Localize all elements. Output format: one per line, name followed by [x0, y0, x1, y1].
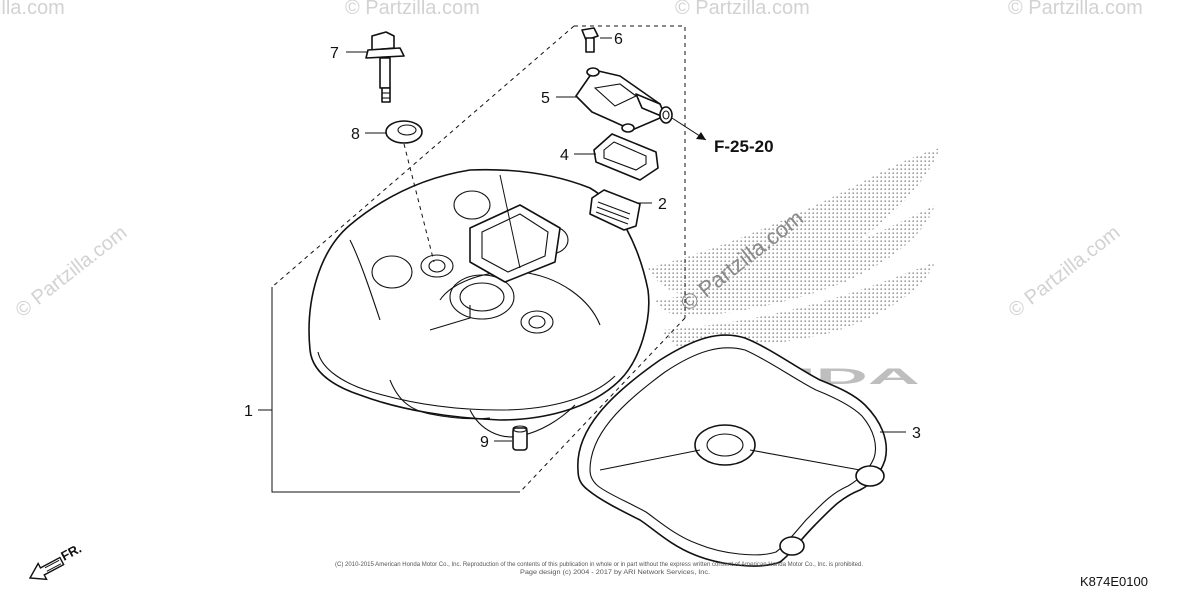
watermark-left: © Partzilla.com	[12, 222, 132, 322]
leader-lines	[258, 37, 906, 442]
copyright-line-1: (C) 2010-2015 American Honda Motor Co., …	[335, 562, 863, 568]
front-direction-label: FR.	[58, 541, 84, 564]
sealing-washer	[385, 120, 435, 263]
head-cover-gasket	[577, 334, 888, 567]
watermark-top-1: © Partzilla.com	[0, 0, 65, 19]
watermark-top-4: © Partzilla.com	[1008, 0, 1143, 19]
watermark-top-3: © Partzilla.com	[675, 0, 810, 19]
callout-8: 8	[351, 126, 360, 143]
callout-1: 1	[244, 403, 253, 420]
special-bolt	[365, 31, 405, 103]
callout-4: 4	[560, 147, 569, 164]
callout-2: 2	[658, 196, 667, 213]
breather-plate	[589, 189, 641, 231]
watermark-top-2: © Partzilla.com	[345, 0, 480, 19]
callout-9: 9	[480, 434, 489, 451]
callout-7: 7	[330, 45, 339, 62]
dowel-pin	[512, 425, 528, 451]
assembly-bracket	[271, 25, 686, 493]
copyright-line-2: Page design (c) 2004 - 2017 by ARI Netwo…	[520, 570, 710, 576]
reference-f-25-20[interactable]: F-25-20	[714, 137, 774, 156]
watermark-right: © Partzilla.com	[1005, 222, 1125, 322]
flange-bolt	[581, 27, 599, 53]
honda-wing-watermark	[648, 148, 940, 350]
cylinder-head-cover	[308, 168, 650, 438]
callout-5: 5	[541, 90, 550, 107]
breather-gasket	[593, 133, 659, 181]
callout-6: 6	[614, 31, 623, 48]
callout-3: 3	[912, 425, 921, 442]
diagram-code: K874E0100	[1080, 574, 1148, 589]
front-direction-arrow	[28, 556, 65, 581]
breather-cover	[575, 67, 673, 133]
